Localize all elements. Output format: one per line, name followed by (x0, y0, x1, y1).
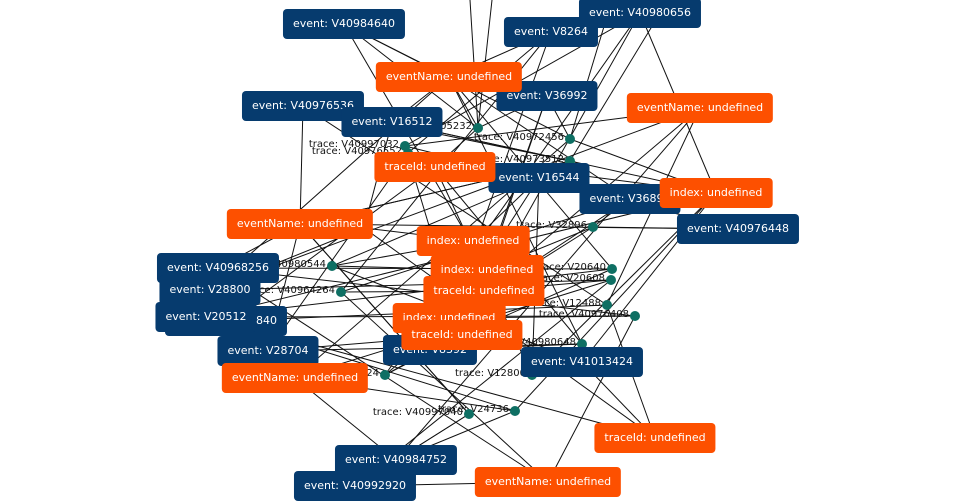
graph-edge (395, 107, 701, 461)
trace-node-dot (630, 311, 640, 321)
attribute-node[interactable]: traceId: undefined (423, 276, 545, 306)
attribute-node[interactable]: traceId: undefined (374, 152, 496, 182)
trace-node-label: trace: V40997040 (372, 407, 463, 418)
attribute-node[interactable]: index: undefined (416, 226, 530, 256)
graph-edge (217, 267, 613, 270)
trace-node-dot (607, 264, 617, 274)
trace-node-label: trace: V40997032 (308, 139, 399, 150)
graph-edge (209, 107, 701, 291)
event-node[interactable]: event: V40976448 (676, 214, 800, 244)
trace-node-dot (510, 406, 520, 416)
attribute-node[interactable]: eventName: undefined (375, 62, 523, 92)
trace-node-label: trace: V12800 (454, 368, 526, 379)
trace-node-dot (400, 141, 410, 151)
attribute-node[interactable]: eventName: undefined (226, 209, 374, 239)
attribute-node[interactable]: traceId: undefined (594, 423, 716, 453)
trace-node-dot (473, 123, 483, 133)
event-node[interactable]: event: V40992920 (293, 471, 417, 501)
event-node[interactable]: event: V16512 (341, 107, 443, 137)
graph-edge (302, 105, 608, 306)
event-node[interactable]: event: V8264 (503, 17, 599, 47)
trace-node-dot (606, 275, 616, 285)
attribute-node[interactable]: eventName: undefined (626, 93, 774, 123)
event-node[interactable]: event: V40984752 (334, 445, 458, 475)
graph-edge (299, 223, 470, 415)
trace-node-label: trace: V12488 (529, 298, 601, 309)
trace-node-label: trace: V24736 (437, 404, 509, 415)
trace-node-label: trace: V20608 (533, 273, 605, 284)
attribute-node[interactable]: traceId: undefined (401, 320, 523, 350)
trace-node-label: trace: V40973512 (473, 154, 564, 165)
attribute-node[interactable]: index: undefined (659, 178, 773, 208)
trace-node-label: trace: V40980648 (485, 337, 576, 348)
event-node[interactable]: event: V40984640 (282, 9, 406, 39)
trace-node-dot (588, 222, 598, 232)
trace-node-label: trace: V40976408 (538, 309, 629, 320)
trace-node-dot (380, 370, 390, 380)
trace-node-label: trace: V20640 (534, 262, 606, 273)
trace-node-dot (464, 409, 474, 419)
trace-node-label: trace: V40980544 (235, 259, 326, 270)
trace-node-dot (336, 287, 346, 297)
trace-node-label: trace: V40972456 (473, 132, 564, 143)
graph-edge (547, 315, 636, 483)
trace-node-dot (577, 339, 587, 349)
event-node[interactable]: event: V28800 (159, 275, 261, 305)
graph-edge (299, 105, 304, 225)
graph-edge (404, 12, 641, 147)
trace-node-dot (565, 156, 575, 166)
attribute-node[interactable]: eventName: undefined (221, 363, 369, 393)
trace-node-dot (602, 300, 612, 310)
trace-node-dot (327, 261, 337, 271)
trace-node-label: trace: V40976552 (311, 146, 402, 157)
trace-node-label: trace: V40964264 (244, 285, 335, 296)
graph-edge (448, 76, 631, 200)
trace-node-label: trace: V32896 (515, 220, 587, 231)
attribute-node[interactable]: eventName: undefined (474, 467, 622, 497)
event-node[interactable]: event: V16544 (488, 163, 590, 193)
trace-node-dot (565, 134, 575, 144)
event-node[interactable]: event: V20512 (155, 302, 257, 332)
event-node[interactable]: event: V28704 (217, 336, 319, 366)
event-node[interactable]: event: V41013424 (520, 347, 644, 377)
event-node[interactable]: event: V40980656 (578, 0, 702, 28)
graph-edge (448, 76, 583, 345)
